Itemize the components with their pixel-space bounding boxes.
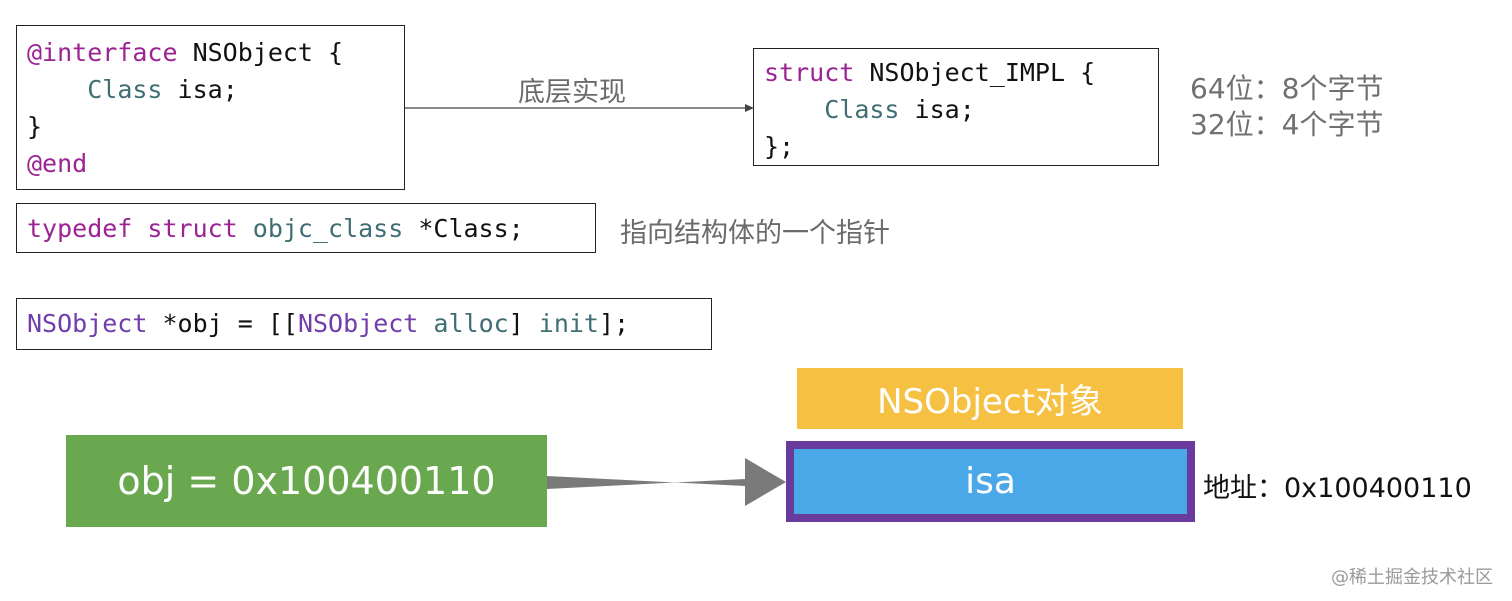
code-text: ] xyxy=(508,309,539,338)
code-text: *Class; xyxy=(403,214,524,243)
isa-field: isa xyxy=(794,449,1187,514)
keyword: @interface xyxy=(27,38,178,67)
alloc-code-box: NSObject *obj = [[NSObject alloc] init]; xyxy=(16,298,712,350)
code-line: struct NSObject_IMPL { xyxy=(764,54,1148,91)
code-text: NSObject { xyxy=(177,38,344,67)
keyword: typedef xyxy=(27,214,133,243)
size-note-32: 32位：4个字节 xyxy=(1190,108,1384,141)
isa-container: isa xyxy=(786,441,1195,522)
impl-code-box: struct NSObject_IMPL { Class isa; }; xyxy=(753,48,1159,166)
code-line: @end xyxy=(27,145,394,182)
code-line: Class isa; xyxy=(764,91,1148,128)
code-text: ]; xyxy=(599,309,630,338)
interface-code-box: @interface NSObject { Class isa; } @end xyxy=(16,25,405,190)
code-text: } xyxy=(27,112,43,141)
obj-pointer-box: obj = 0x100400110 xyxy=(66,435,547,527)
code-line: NSObject *obj = [[NSObject alloc] init]; xyxy=(27,305,701,342)
code-text: NSObject_IMPL { xyxy=(854,58,1096,87)
typedef-note: 指向结构体的一个指针 xyxy=(620,218,890,249)
code-text: *obj = [[ xyxy=(147,309,298,338)
watermark: @稀土掘金技术社区 xyxy=(1331,567,1493,588)
code-text: isa; xyxy=(162,75,238,104)
type-name: Class xyxy=(824,95,900,124)
code-line: Class isa; xyxy=(27,71,394,108)
object-title: NSObject对象 xyxy=(797,368,1183,429)
type-name: Class xyxy=(87,75,163,104)
typedef-code-box: typedef struct objc_class *Class; xyxy=(16,203,596,253)
address-label: 地址：0x100400110 xyxy=(1203,473,1472,504)
code-line: @interface NSObject { xyxy=(27,34,394,71)
code-text: isa; xyxy=(899,95,975,124)
code-line: typedef struct objc_class *Class; xyxy=(27,210,585,247)
keyword: struct xyxy=(132,214,238,243)
arrow-label: 底层实现 xyxy=(518,77,626,108)
indent xyxy=(764,95,824,124)
class-name: NSObject xyxy=(297,309,419,338)
keyword: @end xyxy=(27,149,88,178)
code-line: }; xyxy=(764,128,1148,165)
class-name: NSObject xyxy=(27,309,148,338)
keyword: struct xyxy=(764,58,855,87)
code-text: }; xyxy=(764,132,795,161)
method-name: alloc xyxy=(418,309,509,338)
code-line: } xyxy=(27,108,394,145)
type-name: objc_class xyxy=(237,214,404,243)
method-name: init xyxy=(538,309,599,338)
size-note-64: 64位：8个字节 xyxy=(1190,72,1384,105)
